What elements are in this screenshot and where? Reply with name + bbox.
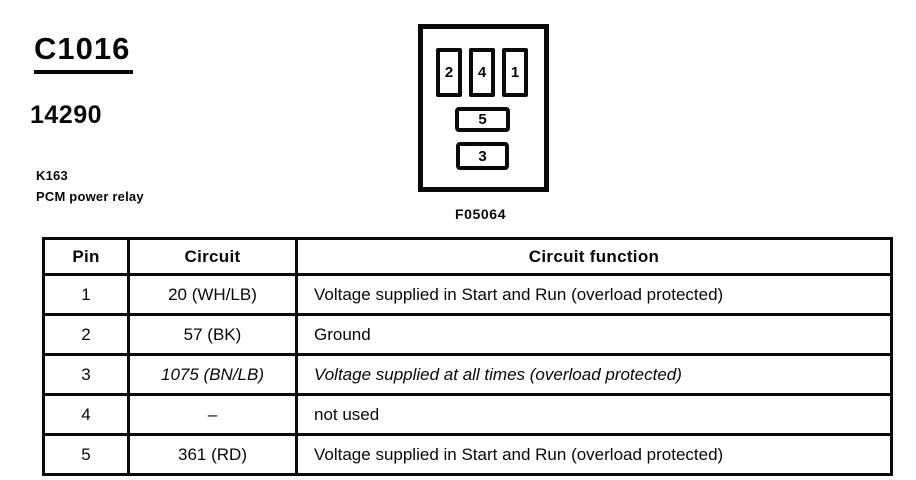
column-header-circuit: Circuit <box>127 237 298 276</box>
cavity-5-label: 5 <box>478 111 487 128</box>
connector-id-title: C1016 <box>34 33 134 74</box>
connector-cavity-4: 4 <box>469 48 495 97</box>
circuit-cell: 57 (BK) <box>127 313 298 356</box>
function-cell: not used <box>295 393 893 436</box>
connector-cavity-3: 3 <box>456 142 509 170</box>
column-header-pin: Pin <box>42 237 130 276</box>
figure-code: F05064 <box>455 206 507 222</box>
function-cell: Voltage supplied in Start and Run (overl… <box>295 433 893 476</box>
function-cell: Ground <box>295 313 893 356</box>
part-number: 14290 <box>30 101 103 129</box>
table-row: 5 361 (RD) Voltage supplied in Start and… <box>42 433 893 476</box>
circuit-cell: 1075 (BN/LB) <box>127 353 298 396</box>
component-name: PCM power relay <box>36 188 144 204</box>
table-row: 4 – not used <box>42 393 893 436</box>
table-row: 3 1075 (BN/LB) Voltage supplied at all t… <box>42 353 893 396</box>
cavity-2-label: 2 <box>444 64 454 81</box>
pin-cell: 2 <box>42 313 130 356</box>
pinout-table: Pin Circuit Circuit function 1 20 (WH/LB… <box>42 237 893 476</box>
connector-cavity-2: 2 <box>436 48 462 97</box>
component-block: K163 PCM power relay <box>36 166 144 208</box>
table-row: 1 20 (WH/LB) Voltage supplied in Start a… <box>42 273 893 316</box>
table-header-row: Pin Circuit Circuit function <box>42 237 893 276</box>
connector-face-diagram: 2 4 1 5 3 <box>418 24 549 192</box>
table-row: 2 57 (BK) Ground <box>42 313 893 356</box>
component-code: K163 <box>36 168 68 183</box>
cavity-3-label: 3 <box>478 147 487 165</box>
circuit-cell: – <box>127 393 298 436</box>
function-cell: Voltage supplied in Start and Run (overl… <box>295 273 893 316</box>
pin-cell: 5 <box>42 433 130 476</box>
pinout-table-body: 1 20 (WH/LB) Voltage supplied in Start a… <box>42 273 893 476</box>
pin-cell: 4 <box>42 393 130 436</box>
cavity-1-label: 1 <box>510 64 520 81</box>
pin-cell: 1 <box>42 273 130 316</box>
circuit-cell: 361 (RD) <box>127 433 298 476</box>
connector-cavity-1: 1 <box>502 48 528 97</box>
cavity-4-label: 4 <box>477 64 487 81</box>
circuit-cell: 20 (WH/LB) <box>127 273 298 316</box>
connector-cavity-5: 5 <box>455 107 510 132</box>
function-cell: Voltage supplied at all times (overload … <box>295 353 893 396</box>
column-header-circuit-function: Circuit function <box>295 237 893 276</box>
pin-cell: 3 <box>42 353 130 396</box>
